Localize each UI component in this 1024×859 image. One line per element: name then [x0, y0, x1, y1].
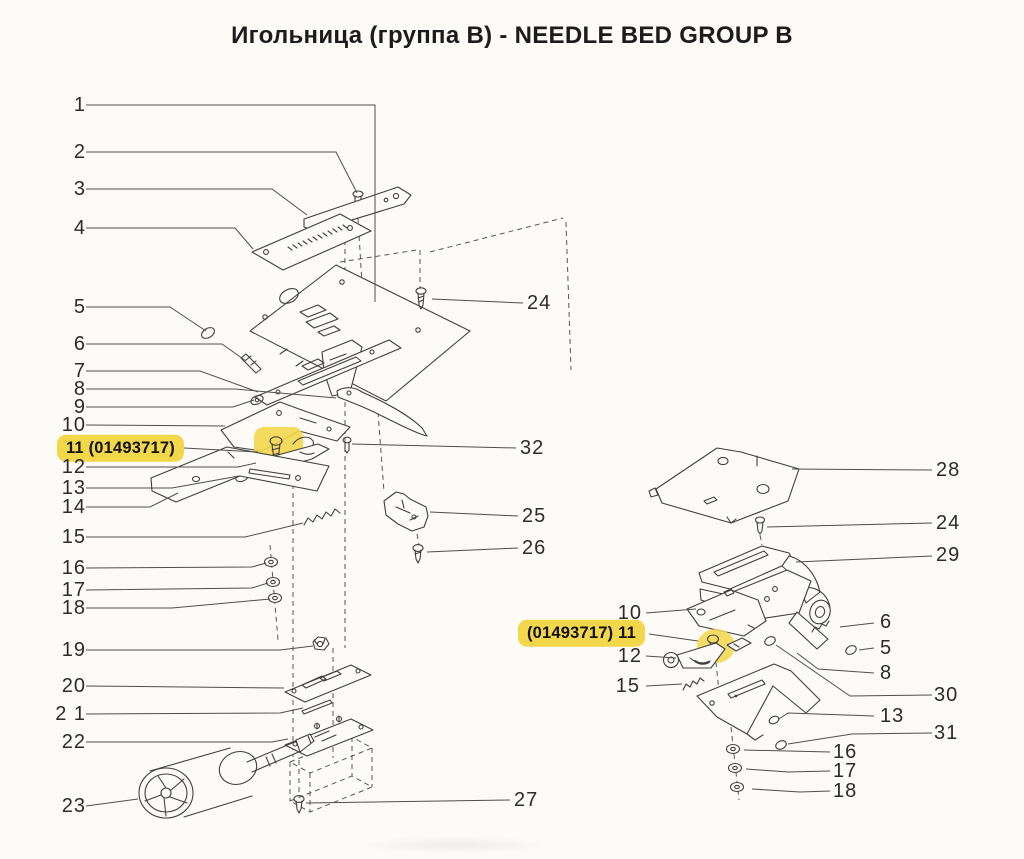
callout-24-left: 24: [527, 292, 552, 314]
part-16-washer-right: [725, 743, 741, 755]
part-7-slide-bar: [254, 339, 402, 406]
callout-7: 7: [73, 360, 86, 382]
callout-9: 9: [73, 396, 86, 418]
callout-13-right: 13: [880, 705, 905, 727]
callout-8-left: 8: [73, 378, 86, 400]
callout-1: 1: [73, 94, 86, 116]
callout-24-right: 24: [936, 512, 961, 534]
callout-16-right: 16: [833, 741, 858, 763]
part-24-screw-right: [754, 516, 766, 535]
callout-6-left: 6: [73, 333, 86, 355]
part-16-washer-left: [263, 556, 279, 568]
part-12-lever-right: [662, 642, 726, 669]
part-18-nut-right: [729, 781, 745, 793]
part-20-slotted-plate: [284, 664, 372, 703]
callout-5-right: 5: [880, 637, 893, 659]
callout-29: 29: [936, 544, 961, 566]
callout-12-right: 12: [617, 645, 642, 667]
callout-32: 32: [520, 437, 545, 459]
part-14-v-plate: [150, 446, 330, 503]
right-assembly: [648, 447, 857, 793]
callout-11-right: (01493717) 11: [517, 619, 645, 647]
callout-18-right: 18: [833, 780, 858, 802]
callout-27: 27: [514, 789, 539, 811]
part-23-handle: [138, 733, 315, 819]
part-10-l-plate: [220, 401, 351, 452]
callout-17-right: 17: [833, 760, 858, 782]
part-6-pin: [240, 353, 262, 374]
callout-19: 19: [61, 639, 86, 661]
callout-17-left: 17: [61, 579, 86, 601]
callout-14: 14: [61, 496, 86, 518]
part-5-grommet: [201, 327, 215, 339]
callout-11-left: 11 (01493717): [56, 434, 184, 462]
callout-5-left: 5: [73, 296, 86, 318]
dashed-box: [288, 736, 374, 813]
part-32-screw: [342, 436, 352, 454]
callout-21: 2 1: [55, 703, 86, 725]
scan-smudge: [360, 836, 550, 854]
callout-13-left: 13: [61, 477, 86, 499]
part-6-spring-right: [811, 620, 830, 633]
part-17-washer-right: [727, 762, 743, 774]
callout-31: 31: [934, 722, 959, 744]
part-31-oval: [775, 740, 787, 750]
callout-2: 2: [73, 141, 86, 163]
part-17-washer-left: [265, 576, 281, 588]
part-13-v-plate-right: [696, 663, 821, 741]
callout-18-left: 18: [61, 597, 86, 619]
part-1-needle-bed-plate: [249, 264, 471, 402]
callout-10-right: 10: [617, 602, 642, 624]
callout-16-left: 16: [61, 557, 86, 579]
part-24-screw-left: [415, 287, 427, 310]
callout-10-left: 10: [61, 414, 86, 436]
part-19-knurled-nut: [312, 636, 330, 651]
callout-30: 30: [934, 684, 959, 706]
callout-4: 4: [73, 217, 86, 239]
part-15-spring-left: [303, 508, 341, 526]
part-28-cover-plate: [648, 447, 800, 524]
callout-20: 20: [61, 675, 86, 697]
part-18-nut-left: [267, 592, 283, 604]
part-22-stud-plate: [284, 715, 374, 757]
callout-23: 23: [61, 795, 86, 817]
part-27-screw: [293, 795, 305, 814]
part-8-latch-lever: [336, 387, 428, 437]
part-10-plate-right: [686, 588, 767, 637]
callout-8-right: 8: [880, 662, 893, 684]
callout-28: 28: [936, 459, 961, 481]
left-assembly: [138, 186, 471, 819]
part-13-oval-right: [768, 715, 780, 725]
callout-26: 26: [522, 537, 547, 559]
part-4-toothed-plate: [251, 213, 372, 271]
part-26-screw: [412, 544, 424, 564]
part-21-pin: [301, 699, 333, 715]
callout-15-left: 15: [61, 526, 86, 548]
part-9-tab: [250, 394, 264, 406]
callout-6-right: 6: [880, 611, 893, 633]
callout-3: 3: [73, 178, 86, 200]
part-25-bracket: [383, 491, 429, 532]
leader-lines: [85, 104, 933, 807]
part-15-spring-right: [682, 677, 705, 691]
callout-22: 22: [61, 731, 86, 753]
callout-25: 25: [522, 505, 547, 527]
part-5-grommet-right: [845, 645, 857, 655]
part-30-oval: [764, 636, 776, 646]
callout-15-right: 15: [615, 675, 640, 697]
page-title: Игольница (группа B) - NEEDLE BED GROUP …: [231, 22, 793, 49]
callout-12-left: 12: [61, 456, 86, 478]
